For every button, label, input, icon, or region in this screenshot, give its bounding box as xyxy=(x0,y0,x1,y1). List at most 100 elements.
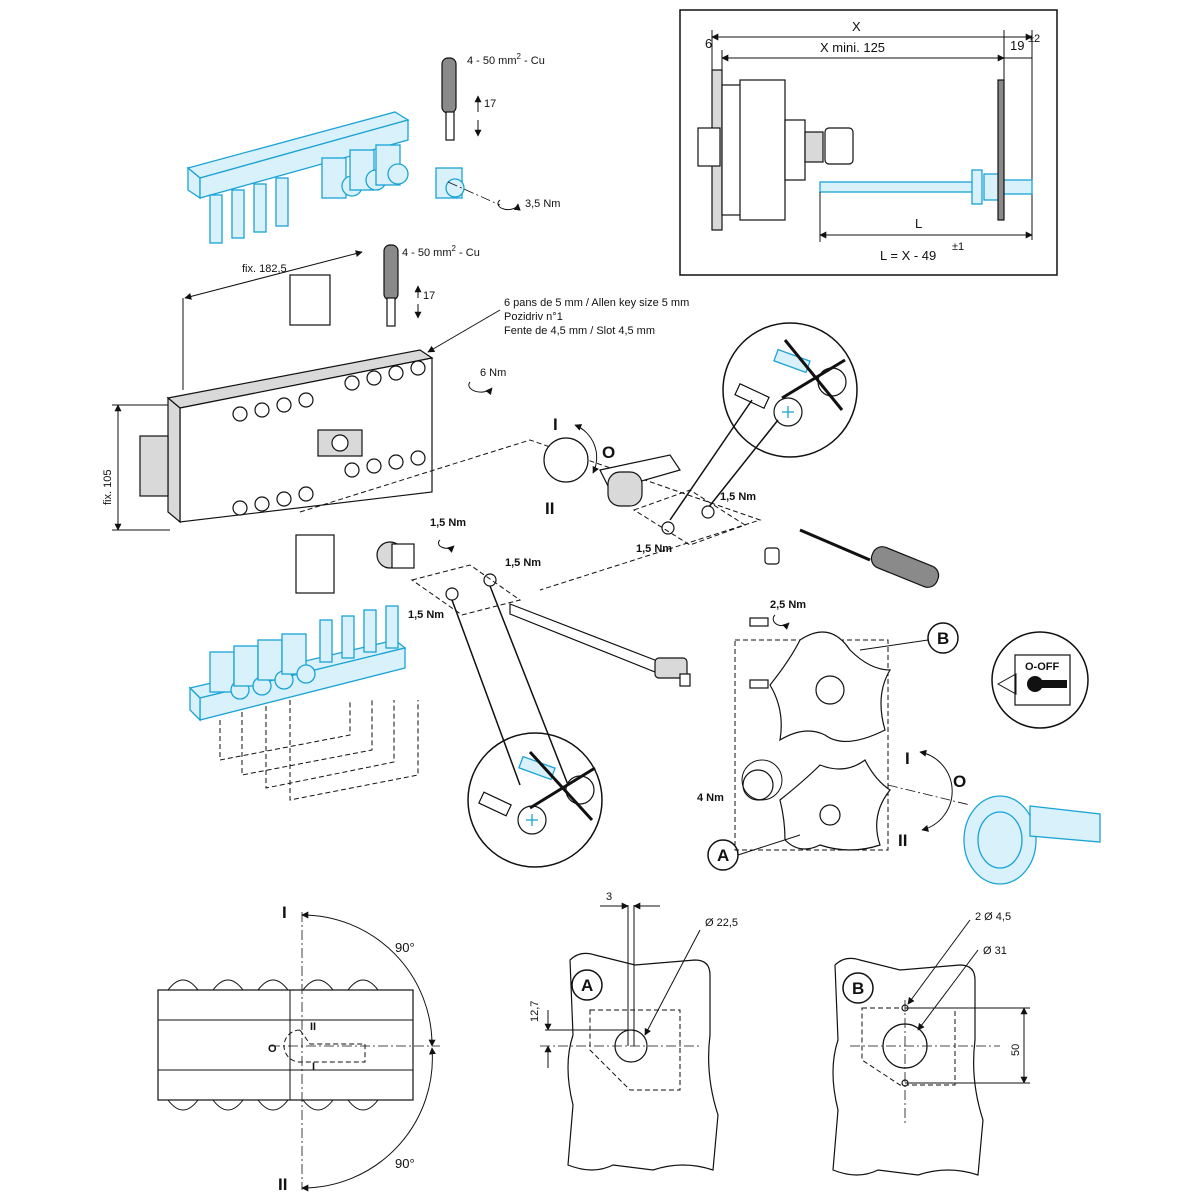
cutout-A-label-circle xyxy=(571,969,603,1001)
crossed-screw-icon xyxy=(518,750,596,822)
tool-line-3: Fente de 4,5 mm / Slot 4,5 mm xyxy=(504,325,655,337)
cutout-B-dim-holes: 2 Ø 4,5 xyxy=(975,911,1011,923)
screw-icon-2 xyxy=(734,383,803,427)
cutout-A-dim-dia: Ø 22,5 xyxy=(705,917,738,929)
label-B: B xyxy=(937,629,949,648)
cutout-A-label: A xyxy=(581,976,593,995)
torque-15-c-label: 1,5 Nm xyxy=(408,609,444,621)
shaft-adapter-group: 1,5 Nm 1,5 Nm 1,5 Nm xyxy=(376,517,691,791)
switch-top-terminals xyxy=(232,360,426,422)
screw-inset-top xyxy=(669,322,858,521)
crossed-screw-icon-2 xyxy=(773,339,847,411)
label-A: A xyxy=(717,846,729,865)
cutout-B-label: B xyxy=(852,979,864,998)
arc-90-top xyxy=(301,911,436,1047)
switch-side-view xyxy=(697,69,854,231)
extension-shaft xyxy=(819,79,1033,221)
rotation-diagram: I O II 90° 90° II I xyxy=(157,903,440,1194)
pos-O-handle: O xyxy=(953,772,966,791)
angle-90-bottom: 90° xyxy=(395,1156,415,1171)
rot-pos-I: I xyxy=(282,903,287,922)
cutout-B-dim-50: 50 xyxy=(1010,1044,1022,1056)
label-B-circle xyxy=(927,622,959,654)
cutout-B-dim-dia: Ø 31 xyxy=(983,945,1007,957)
formula-label: L = X - 49 xyxy=(880,248,936,263)
rot-pos-II: II xyxy=(278,1175,287,1194)
rotary-handle[interactable] xyxy=(963,795,1101,885)
torque-6-label: 6 Nm xyxy=(480,367,506,379)
torque-15-b-label: 1,5 Nm xyxy=(505,557,541,569)
aux-block-bottom xyxy=(295,534,335,594)
switch-top-view xyxy=(157,989,414,1101)
dim-19-tol: ±2 xyxy=(1028,33,1040,45)
pos-II-top: II xyxy=(545,499,554,518)
torque-arrow-35 xyxy=(497,199,521,211)
cable-top xyxy=(441,57,457,114)
cutout-A-dim-3: 3 xyxy=(606,891,612,903)
detail-frame xyxy=(679,9,1058,276)
shaft-slot xyxy=(283,1029,366,1063)
leader-to-inset-1 xyxy=(451,599,521,786)
pos-II-handle: II xyxy=(898,831,907,850)
cutout-B-drawing: 50 2 Ø 4,5 Ø 31 B xyxy=(832,911,1030,1176)
cable-mid-spec: 4 - 50 mm2 - Cu xyxy=(402,244,480,259)
pos-I-handle: I xyxy=(905,749,910,768)
torque-arrow-6 xyxy=(468,381,493,396)
din-rail-clip xyxy=(139,435,169,497)
cutout-A-dim-127: 12,7 xyxy=(529,1001,541,1022)
busbar-pins xyxy=(209,177,289,244)
long-shaft xyxy=(509,603,661,675)
cable-mid xyxy=(383,244,399,301)
dim-x-label: X xyxy=(852,19,861,34)
mark-I: I xyxy=(312,1061,315,1073)
o-off-label: O-OFF xyxy=(1025,661,1059,673)
angle-90-top: 90° xyxy=(395,940,415,955)
tool-line-2: Pozidriv n°1 xyxy=(504,311,563,323)
o-off-indicator: O-OFF xyxy=(991,631,1089,729)
pos-I-top: I xyxy=(553,415,558,434)
top-busbar-assembly: 4 - 50 mm2 - Cu 17 3,5 Nm xyxy=(186,52,560,244)
dim-x-mini-label: X mini. 125 xyxy=(820,40,885,55)
rotary-cam-upper: I O II 1,5 Nm 1,5 Nm xyxy=(543,415,940,588)
torque-4-label: 4 Nm xyxy=(697,792,724,804)
mark-II: II xyxy=(310,1021,316,1033)
cutout-A-drawing: 3 Ø 22,5 12,7 A xyxy=(529,891,738,1171)
shaft-extension-detail: X X mini. 125 6 19 ±2 xyxy=(679,9,1058,276)
dim-line-1825 xyxy=(184,250,363,300)
fix-1825-label: fix. 182,5 xyxy=(242,263,287,275)
torque-15-e-label: 1,5 Nm xyxy=(636,543,672,555)
screwdriver-icon xyxy=(799,528,940,588)
screw-icon xyxy=(478,791,547,835)
plate-A xyxy=(779,759,891,851)
arc-90-bottom xyxy=(301,1047,436,1192)
aux-block-top xyxy=(289,274,331,326)
formula-tol: ±1 xyxy=(952,241,964,253)
tool-callout-leader xyxy=(427,309,501,353)
nut-icon xyxy=(742,769,774,801)
cable-top-spec: 4 - 50 mm2 - Cu xyxy=(467,52,545,67)
bottom-busbar-assembly xyxy=(188,605,419,801)
main-switch-body: fix. 182,5 fix. 105 4 xyxy=(102,244,762,594)
fix-105-label: fix. 105 xyxy=(102,470,114,505)
torque-25-label: 2,5 Nm xyxy=(770,599,806,611)
front-plates: B A 2,5 Nm 4 Nm I O II xyxy=(697,599,1101,885)
cutout-B-label-circle xyxy=(842,972,874,1004)
torque-15-a-label: 1,5 Nm xyxy=(430,517,466,529)
switch-operator-hub xyxy=(317,429,363,457)
busbar-terminals xyxy=(321,144,409,199)
rot-pos-O: O xyxy=(268,1043,277,1055)
strip-17-top: 17 xyxy=(484,98,496,110)
cam-disc xyxy=(543,437,589,483)
screw-inset-bottom xyxy=(467,732,603,868)
torque-35-label: 3,5 Nm xyxy=(525,198,560,210)
busbar-bottom-pins xyxy=(319,605,399,663)
tool-line-1: 6 pans de 5 mm / Allen key size 5 mm xyxy=(504,297,689,309)
cutout-A-panel xyxy=(567,952,719,1171)
dim-6-label: 6 xyxy=(705,36,712,51)
pos-O-top: O xyxy=(602,443,615,462)
switch-bottom-terminals xyxy=(232,450,426,516)
strip-17-mid: 17 xyxy=(423,290,435,302)
torque-15-d-label: 1,5 Nm xyxy=(720,491,756,503)
busbar-bottom-terminals xyxy=(209,633,316,700)
